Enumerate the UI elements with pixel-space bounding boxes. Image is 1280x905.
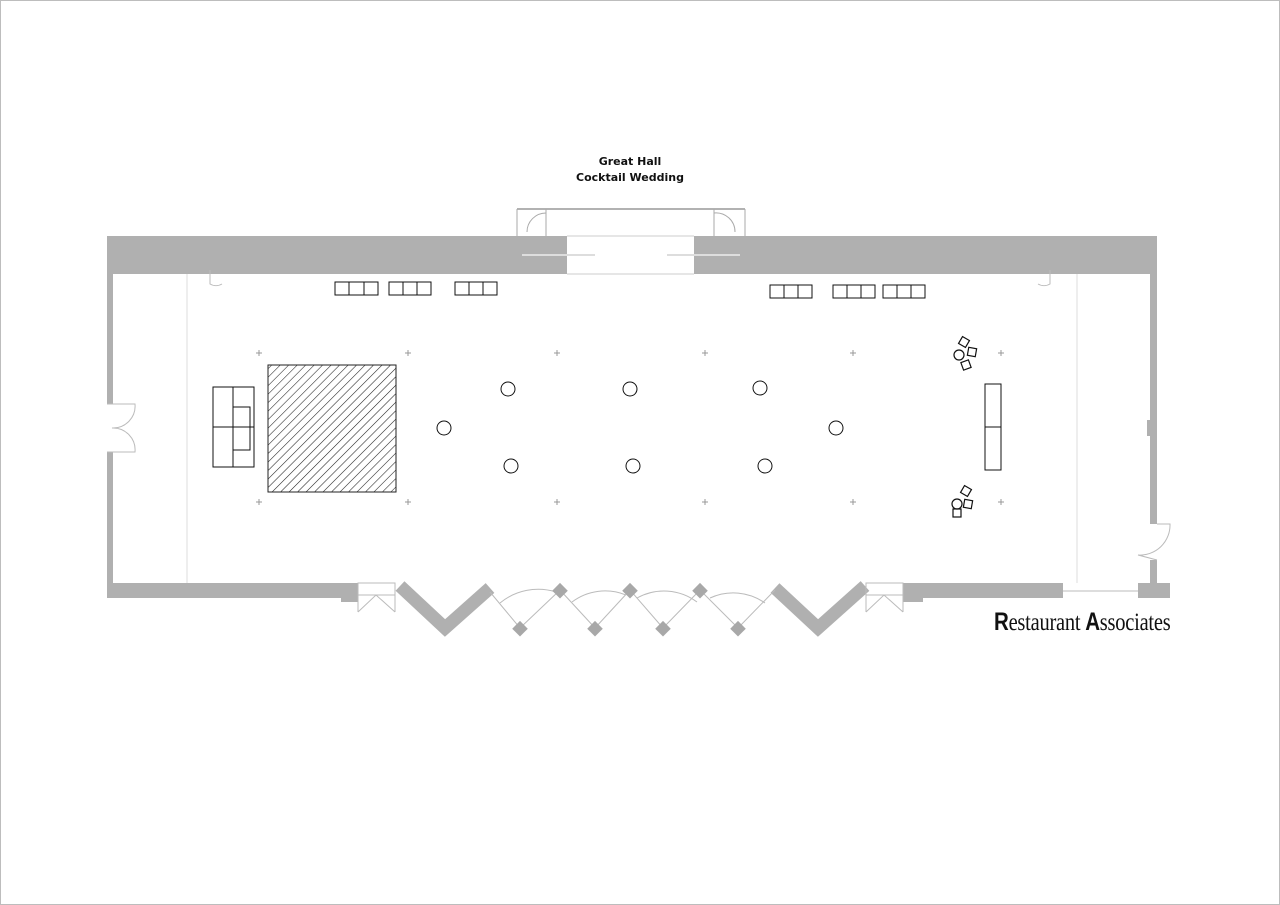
head-table <box>212 386 255 468</box>
plan-title: Great Hall <box>598 155 662 168</box>
plan-subtitle: Cocktail Wedding <box>576 171 684 184</box>
logo-text-2: ssociates <box>1099 609 1171 636</box>
bar-tables <box>984 383 1002 471</box>
logo-text-1: estaurant <box>1008 609 1086 636</box>
dance-floor <box>267 364 397 493</box>
restaurant-associates-logo: Restaurant Associates <box>994 608 1171 637</box>
lounge-cluster-bottom <box>951 484 974 518</box>
walls <box>107 236 1170 602</box>
logo-initial-r: R <box>994 608 1009 636</box>
top-entrance <box>516 208 746 236</box>
buffet-tables <box>334 281 926 299</box>
bay-posts <box>512 582 746 637</box>
logo-initial-a: A <box>1085 608 1100 636</box>
lounge-cluster-top <box>953 335 978 371</box>
cocktail-tables <box>436 380 844 474</box>
wall-sliders <box>522 254 1138 592</box>
column-markers <box>256 350 1004 505</box>
bay-window-wall <box>395 581 870 637</box>
bottom-doors <box>357 582 904 613</box>
bay-doors <box>489 588 776 629</box>
side-doors <box>107 270 1171 561</box>
partition-lines <box>186 274 1078 583</box>
